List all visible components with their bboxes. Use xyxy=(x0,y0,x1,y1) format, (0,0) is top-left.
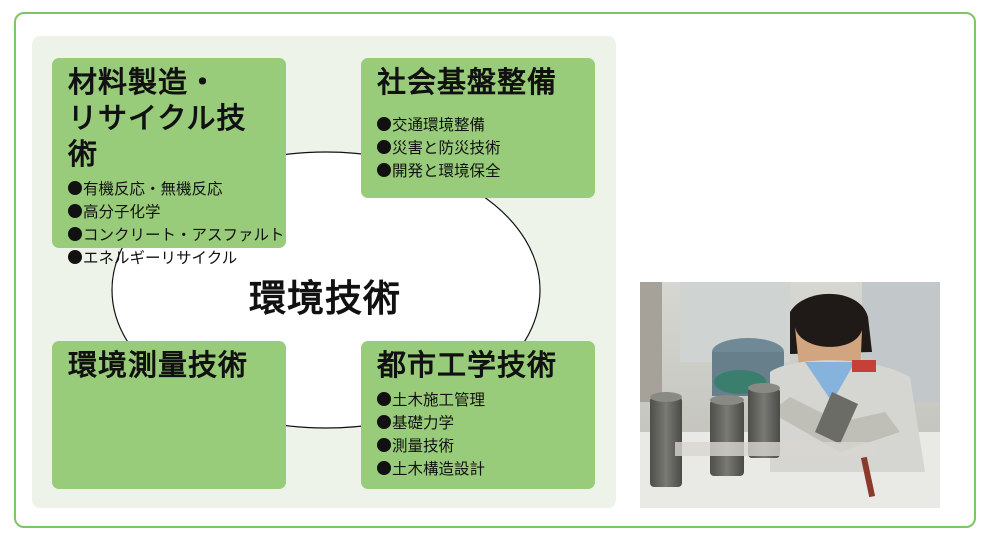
list-item-text: 測量技術 xyxy=(392,437,455,455)
bullet-icon xyxy=(68,227,82,241)
box-items: 土木施工管理 基礎力学 測量技術 土木構造設計 xyxy=(377,389,581,481)
bullet-icon xyxy=(377,438,391,452)
list-item-text: 有機反応・無機反応 xyxy=(83,180,223,198)
list-item: 開発と環境保全 xyxy=(377,160,581,183)
bullet-icon xyxy=(377,140,391,154)
list-item-text: 災害と防災技術 xyxy=(392,139,501,157)
lab-photo xyxy=(640,282,940,508)
box-urban-engineering: 都市工学技術 土木施工管理 基礎力学 測量技術 土木構造設計 xyxy=(361,341,595,489)
list-item-text: 高分子化学 xyxy=(83,203,161,221)
box-items: 交通環境整備 災害と防災技術 開発と環境保全 xyxy=(377,114,581,183)
list-item-text: 開発と環境保全 xyxy=(392,162,501,180)
bullet-icon xyxy=(377,415,391,429)
bullet-icon xyxy=(68,181,82,195)
bullet-icon xyxy=(68,250,82,264)
box-materials-recycling: 材料製造・ リサイクル技術 有機反応・無機反応 高分子化学 コンクリート・アスフ… xyxy=(52,58,286,267)
list-item: 土木構造設計 xyxy=(377,458,581,481)
list-item: 土木施工管理 xyxy=(377,389,581,412)
list-item: 災害と防災技術 xyxy=(377,137,581,160)
list-item: 基礎力学 xyxy=(377,412,581,435)
list-item: 有機反応・無機反応 xyxy=(68,178,272,201)
list-item: 高分子化学 xyxy=(68,201,272,224)
box-title: 都市工学技術 xyxy=(377,348,558,382)
bullet-icon xyxy=(68,204,82,218)
list-item-text: 土木施工管理 xyxy=(392,391,486,409)
list-item: コンクリート・アスファルト xyxy=(68,224,285,247)
box-title: 環境測量技術 xyxy=(68,348,249,382)
list-item-text: コンクリート・アスファルト xyxy=(83,226,285,244)
list-item-text: 交通環境整備 xyxy=(392,116,486,134)
list-item: 交通環境整備 xyxy=(377,114,581,137)
box-infrastructure: 社会基盤整備 交通環境整備 災害と防災技術 開発と環境保全 xyxy=(361,58,595,198)
list-item: エネルギーリサイクル xyxy=(68,247,272,270)
bullet-icon xyxy=(377,461,391,475)
list-item: 測量技術 xyxy=(377,435,581,458)
list-item-text: 土木構造設計 xyxy=(392,460,486,478)
box-environmental-surveying: 環境測量技術 xyxy=(52,341,286,489)
list-item-text: 基礎力学 xyxy=(392,414,455,432)
bullet-icon xyxy=(377,163,391,177)
bullet-icon xyxy=(377,392,391,406)
center-title: 環境技術 xyxy=(249,277,401,320)
box-items: 有機反応・無機反応 高分子化学 コンクリート・アスファルト エネルギーリサイクル xyxy=(68,178,285,270)
list-item-text: エネルギーリサイクル xyxy=(83,249,238,267)
box-title: 社会基盤整備 xyxy=(377,65,558,99)
bullet-icon xyxy=(377,117,391,131)
box-title: 材料製造・ リサイクル技術 xyxy=(68,65,247,171)
